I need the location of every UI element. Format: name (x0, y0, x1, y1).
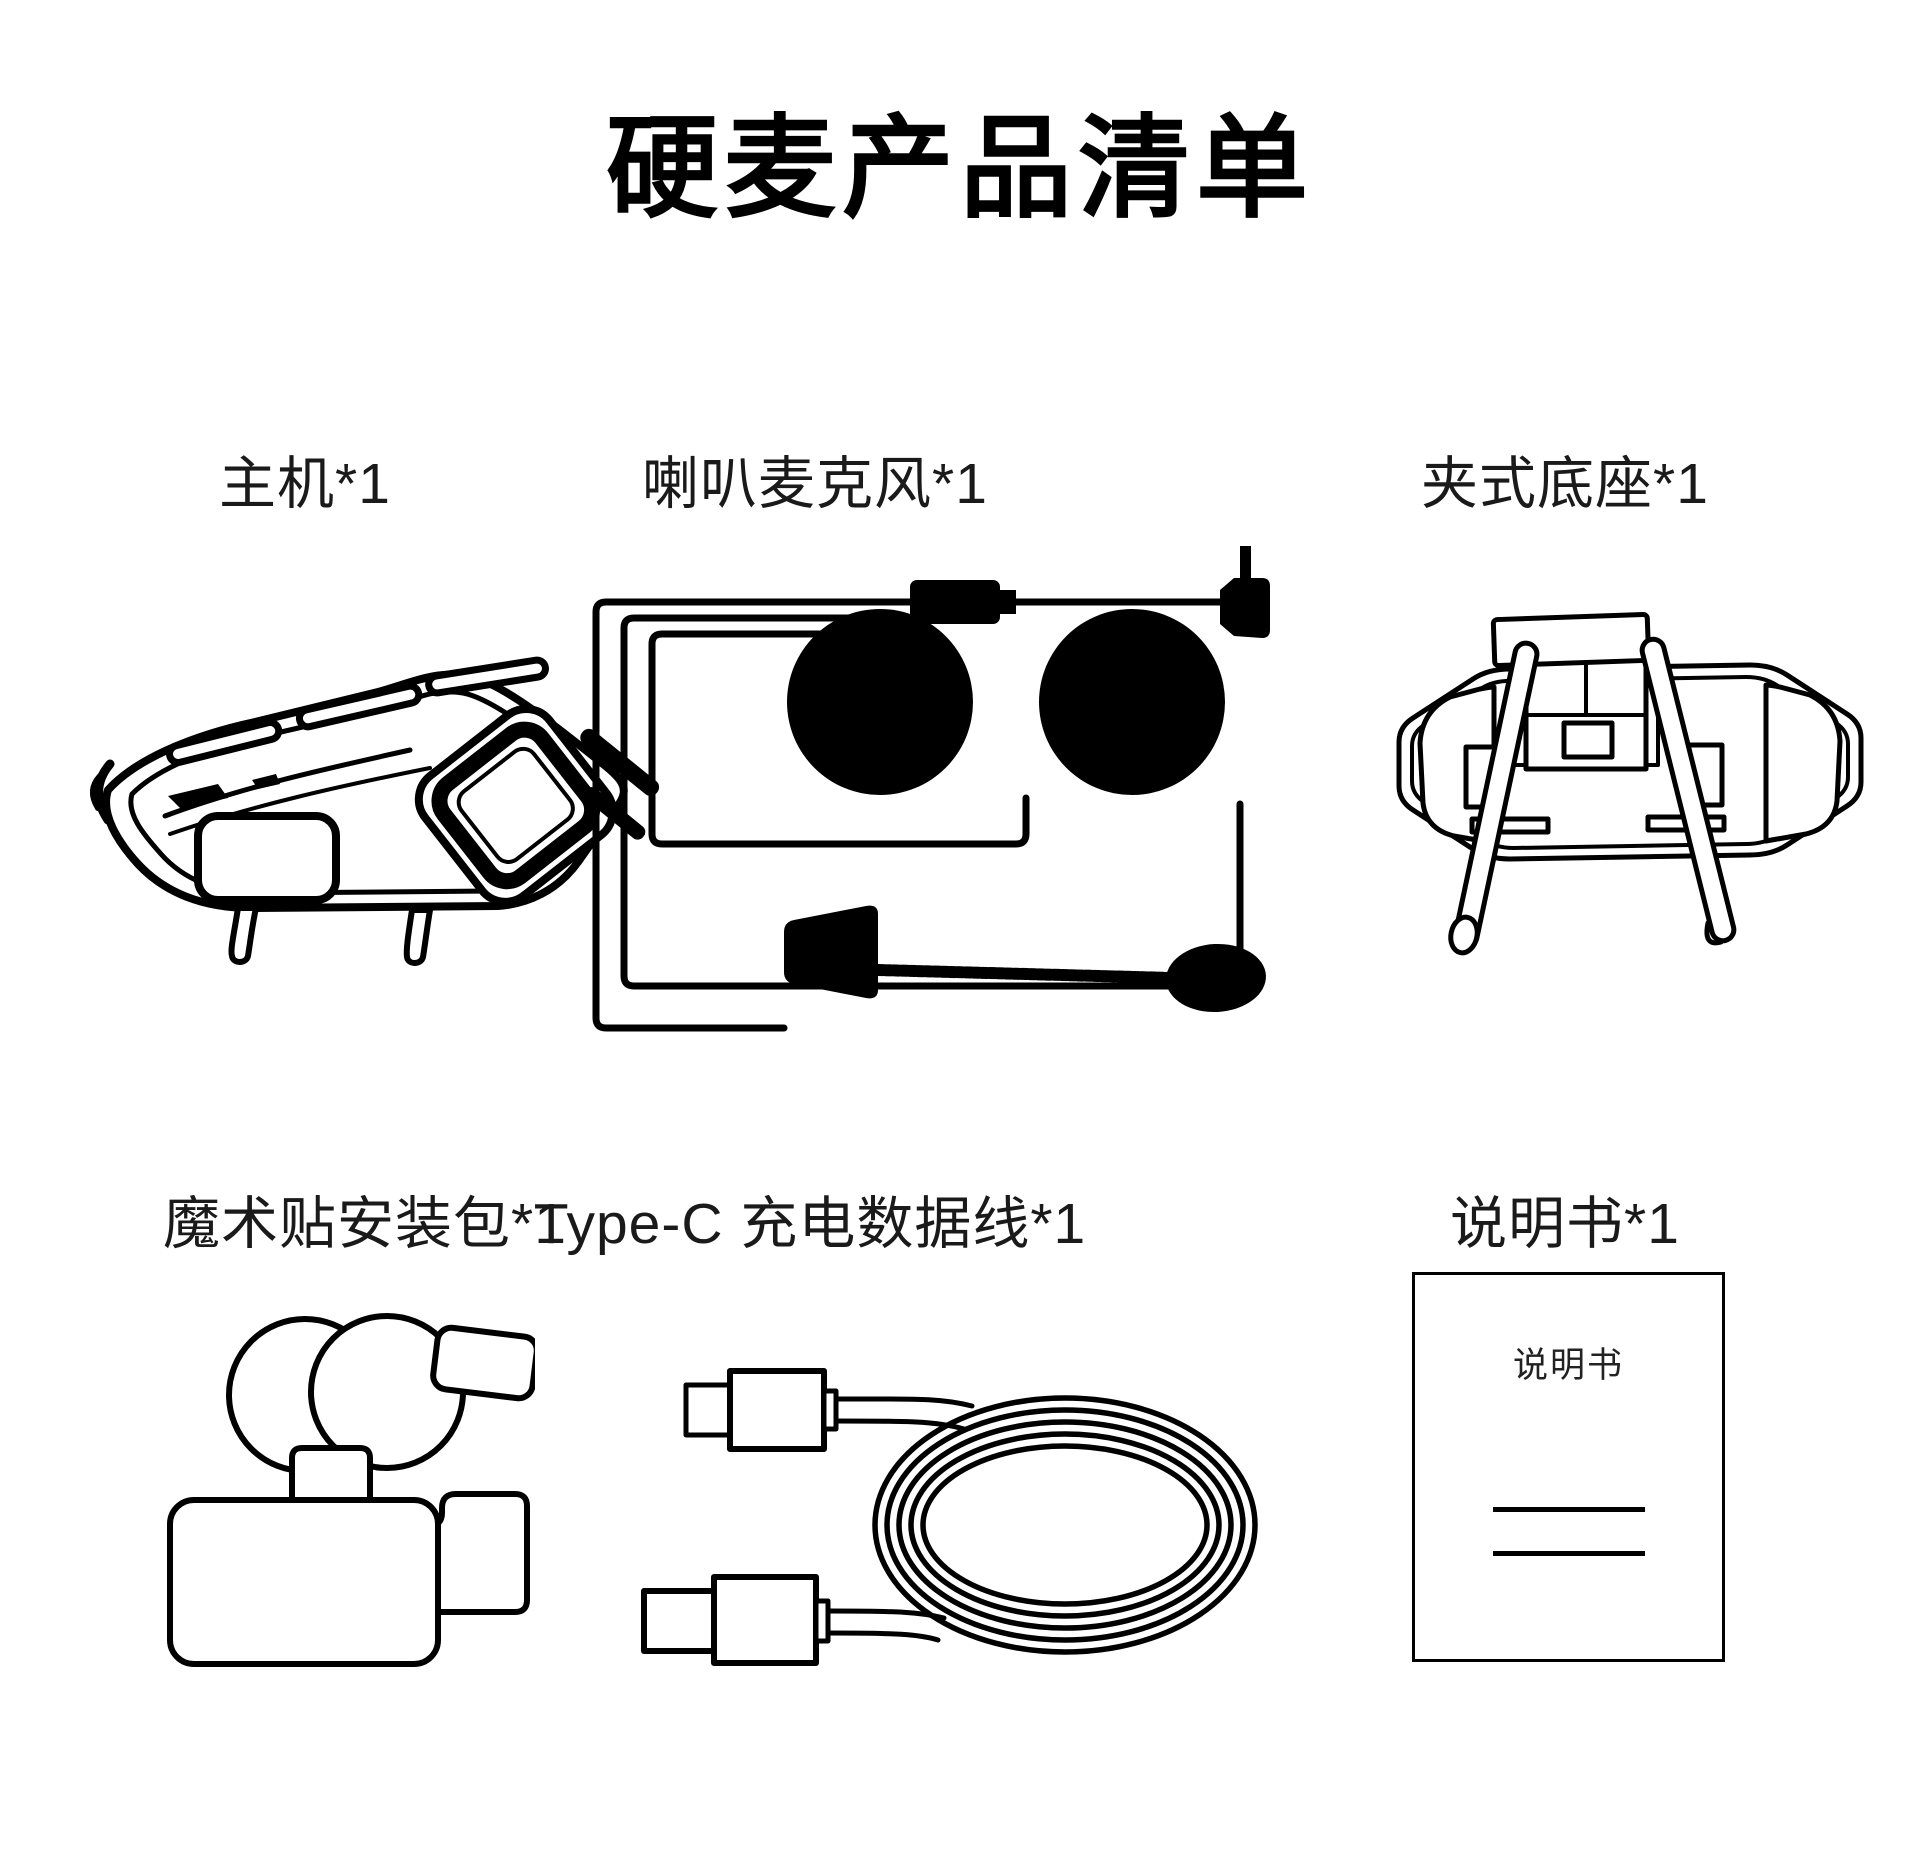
manual-cover-line (1492, 1507, 1645, 1512)
velcro-tab (430, 1324, 535, 1402)
user-manual-illustration: 说明书 (1412, 1272, 1725, 1662)
page-title: 硬麦产品清单 (606, 108, 1314, 232)
product-label-speaker-microphone: 喇叭麦克风*1 (642, 452, 988, 516)
manual-cover-line (1492, 1551, 1645, 1556)
mount-leg (403, 907, 433, 966)
usb-a-plug-tip (641, 1588, 717, 1654)
speaker-driver-left (787, 609, 973, 795)
main-unit-button (194, 812, 340, 904)
speaker-driver-right (1039, 609, 1225, 795)
product-label-type-c-cable: Type-C 充电数据线*1 (533, 1192, 1087, 1256)
usb-c-plug-tip (683, 1382, 733, 1438)
blue-accent-chevron (90, 773, 103, 811)
type-c-cable-illustration (641, 1368, 1258, 1666)
top-button-strip (295, 682, 423, 731)
product-label-clip-mount-base: 夹式底座*1 (1421, 452, 1709, 516)
top-button-strip (425, 656, 549, 697)
usb-c-plug-body (727, 1368, 827, 1452)
speaker-wire (592, 598, 920, 1032)
manual-cover-title: 说明书 (1512, 1346, 1624, 1385)
top-button-strip (166, 718, 283, 766)
velcro-mounting-kit-illustration (167, 1313, 535, 1667)
right-angle-audio-plug (1220, 578, 1270, 638)
speaker-microphone-illustration (592, 546, 1270, 1032)
cable-coil (872, 1395, 1258, 1655)
base-side-pad-right (1763, 682, 1843, 844)
product-label-velcro-kit: 魔术贴安装包*1 (163, 1192, 567, 1256)
main-unit-illustration (90, 656, 660, 966)
rectangular-velcro-pad (167, 1497, 441, 1667)
microphone-boom (872, 964, 1178, 984)
clip-mount-base-illustration (1396, 611, 1864, 956)
microphone-capsule (1166, 943, 1266, 1013)
mount-leg (228, 905, 259, 965)
usb-a-plug-body (711, 1574, 819, 1666)
main-unit-screen (414, 704, 617, 906)
microphone-mount (784, 905, 878, 999)
inline-connector-block (910, 580, 1000, 624)
blue-accent-chevron (94, 759, 115, 825)
product-label-main-unit: 主机*1 (219, 452, 391, 516)
audio-plug-pin (1240, 546, 1251, 582)
product-label-manual: 说明书*1 (1450, 1192, 1680, 1256)
clip-prong-right (1639, 636, 1737, 944)
speaker-wire (648, 630, 1030, 848)
